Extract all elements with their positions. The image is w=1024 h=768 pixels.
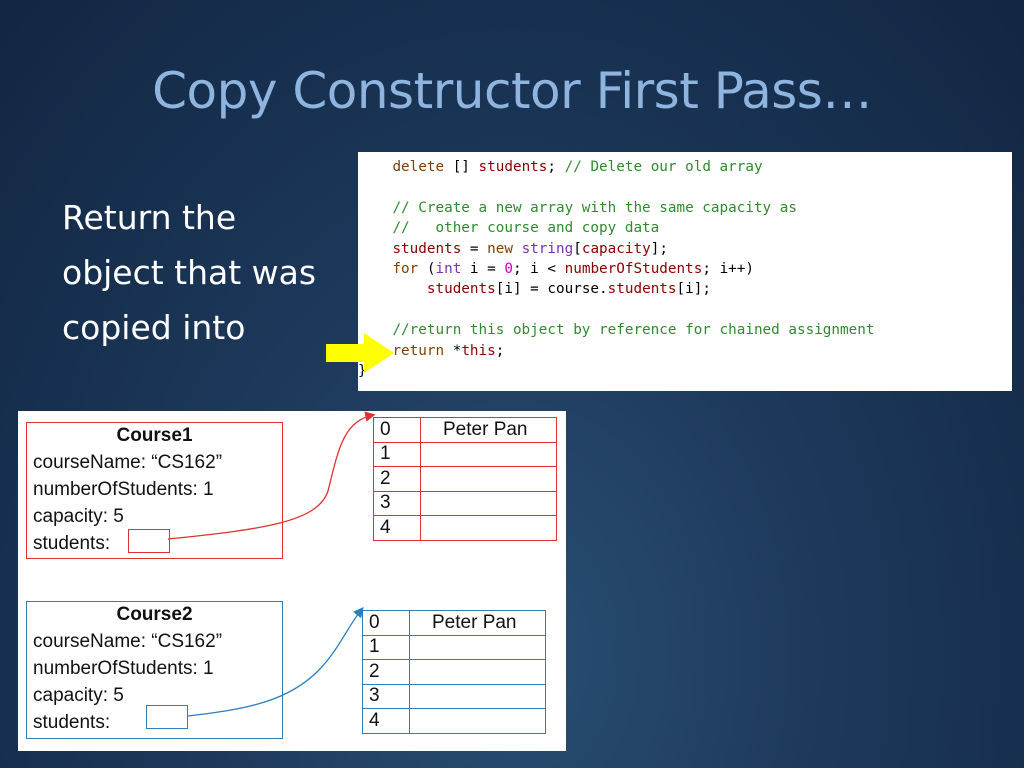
course1-title: Course1 (116, 425, 193, 446)
code-token: // Delete our old array (564, 159, 763, 175)
code-line: // other course and copy data (358, 218, 874, 238)
array-cell (420, 441, 557, 467)
body-line: object that was (62, 253, 317, 292)
code-line (358, 177, 874, 197)
code-token: ( (418, 261, 436, 278)
course1-object: Course1 courseName: “CS162” numberOfStud… (26, 422, 283, 559)
course2-pointer-box (146, 705, 188, 729)
yellow-arrow-icon (326, 333, 394, 373)
code-snippet: delete [] students; // Delete our old ar… (358, 152, 1012, 391)
code-token: ; (495, 342, 505, 359)
code-token (358, 241, 392, 257)
array-index: 2 (373, 466, 421, 492)
code-token: ; i < (512, 261, 565, 278)
course2-title: Course2 (116, 604, 193, 625)
course2-field: students: (33, 712, 111, 733)
slide-title: Copy Constructor First Pass… (152, 62, 872, 120)
code-line: } (358, 361, 874, 381)
pointer-connectors (167, 411, 376, 717)
course2-object: Course2 courseName: “CS162” numberOfStud… (26, 601, 283, 739)
code-token (358, 261, 392, 277)
code-token: return (392, 342, 445, 359)
array-cell (420, 515, 557, 541)
code-token: ; i++) (702, 261, 755, 278)
code-line: return *this; (358, 341, 874, 361)
code-token: = (461, 240, 488, 257)
course2-field: numberOfStudents: 1 (33, 658, 214, 679)
code-token: } (358, 363, 367, 380)
code-line: delete [] students; // Delete our old ar… (358, 157, 874, 177)
body-line: Return the (62, 198, 237, 237)
code-text: delete [] students; // Delete our old ar… (358, 157, 874, 381)
code-token: i = (461, 261, 505, 278)
code-token: delete (392, 159, 445, 175)
array-cell: Peter Pan (420, 417, 557, 443)
code-token (358, 200, 392, 216)
code-line: students = new string[capacity]; (358, 239, 874, 259)
code-token: // other course and copy data (392, 220, 660, 237)
course1-pointer-box (128, 529, 170, 553)
code-token (513, 241, 522, 257)
code-token: numberOfStudents (564, 261, 703, 278)
course1-field: courseName: “CS162” (33, 452, 223, 473)
code-line (358, 300, 874, 320)
array-index: 0 (373, 417, 421, 443)
code-token: for (392, 261, 419, 278)
code-token: students (426, 281, 496, 298)
course1-pointer-arrow (167, 411, 376, 540)
course2-field: capacity: 5 (33, 685, 124, 706)
code-token: this (461, 342, 496, 359)
code-token: [i]; (676, 281, 711, 298)
array-cell (409, 708, 546, 734)
code-token: capacity (581, 240, 651, 257)
course1-field: numberOfStudents: 1 (33, 479, 214, 500)
code-token: students (478, 159, 548, 175)
code-token: ]; (650, 240, 668, 257)
code-token (358, 179, 367, 195)
code-token: [i] = course. (495, 281, 608, 298)
array-index: 1 (362, 634, 410, 660)
code-token: //return this object by reference for ch… (392, 322, 875, 339)
code-line: // Create a new array with the same capa… (358, 198, 874, 218)
code-token: students (392, 240, 462, 257)
code-token: // Create a new array with the same capa… (392, 199, 797, 216)
course1-field: students: (33, 533, 111, 554)
code-token: string (521, 240, 574, 257)
code-token (358, 302, 367, 318)
code-line: students[i] = course.students[i]; (358, 279, 874, 299)
course2-pointer-arrow (187, 606, 364, 717)
array-cell (409, 634, 546, 660)
array-index: 2 (362, 659, 410, 685)
code-token: students (607, 281, 677, 298)
code-line: for (int i = 0; i < numberOfStudents; i+… (358, 259, 874, 279)
code-token: ; (547, 159, 565, 175)
code-token: int (435, 261, 462, 278)
array-cell (420, 490, 557, 516)
code-token: [] (444, 159, 479, 175)
memory-diagram: Course1 courseName: “CS162” numberOfStud… (18, 411, 566, 751)
body-line: copied into (62, 308, 246, 347)
slide-body-text: Return the object that was copied into (62, 190, 362, 355)
code-token (358, 220, 392, 236)
array-cell (409, 659, 546, 685)
code-token (358, 159, 392, 175)
code-line: //return this object by reference for ch… (358, 320, 874, 340)
code-token: 0 (504, 261, 513, 278)
code-token (358, 281, 427, 297)
code-token: new (487, 240, 513, 257)
code-token: * (444, 342, 462, 359)
course1-field: capacity: 5 (33, 506, 124, 527)
array-index: 0 (362, 610, 410, 636)
code-token: [ (573, 240, 582, 257)
array-index: 4 (362, 708, 410, 734)
course2-field: courseName: “CS162” (33, 631, 223, 652)
